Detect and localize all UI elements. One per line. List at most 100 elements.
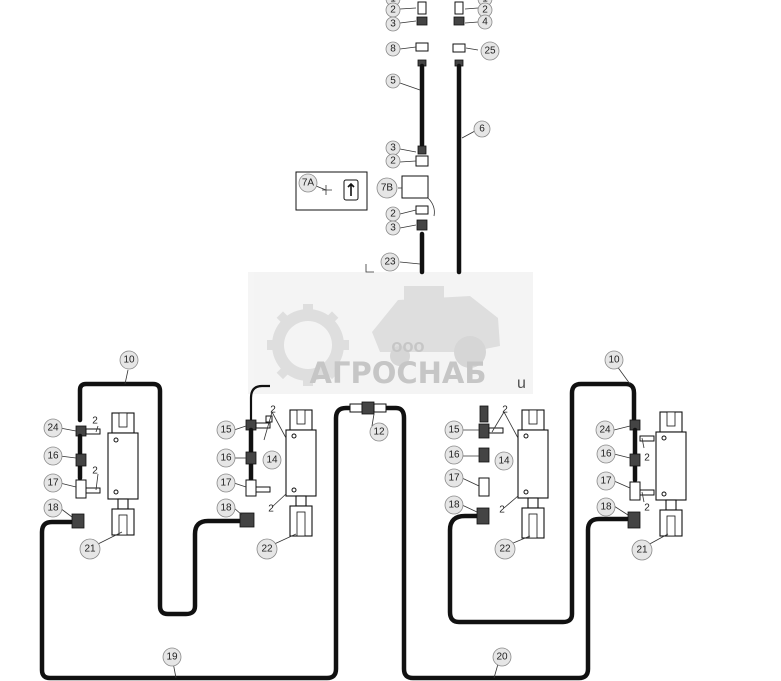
callout-17-ml: 17: [216, 473, 236, 493]
svg-text:18: 18: [47, 503, 59, 514]
fitting-18-mr: [476, 507, 490, 525]
svg-text:15: 15: [448, 425, 460, 436]
svg-text:7B: 7B: [381, 183, 394, 194]
svg-text:12: 12: [373, 427, 385, 438]
cylinder-assembly-left: [59, 369, 139, 545]
cylinder-assembly-middle-left: [233, 409, 317, 547]
svg-text:6: 6: [479, 124, 485, 135]
gear-icon: [267, 304, 349, 386]
svg-text:8: 8: [390, 44, 396, 55]
svg-text:22: 22: [261, 544, 273, 555]
callout-10-right: 10: [604, 350, 624, 370]
svg-text:16: 16: [600, 449, 612, 460]
fitting-16-left: [75, 453, 87, 467]
callout-17-mr: 17: [444, 468, 464, 488]
fitting-3-left: [416, 16, 428, 26]
svg-text:2: 2: [390, 5, 396, 16]
callout-8: 8: [385, 41, 401, 57]
cylinder-ml-rod: [295, 495, 307, 507]
callout-3-top-left: 3: [385, 16, 401, 32]
manifold-12-right-fitting: [373, 403, 387, 413]
label-2-ml-bottom: 2: [268, 504, 274, 515]
cylinder-mr-rod: [527, 497, 539, 509]
callout-7a: 7A: [298, 173, 318, 193]
callout-19: 19: [162, 647, 182, 667]
watermark-suffix: u: [517, 375, 526, 392]
svg-text:25: 25: [484, 46, 496, 57]
upper-leaders: [315, 7, 479, 265]
fitting-1-right: [454, 1, 464, 15]
manifold-12-left-fitting: [349, 403, 363, 413]
callout-21-left: 21: [79, 538, 101, 560]
hose-20: [381, 405, 630, 681]
label-2-mr-bottom: 2: [499, 505, 505, 516]
svg-text:1: 1: [390, 0, 396, 5]
callout-17-left: 17: [43, 473, 63, 493]
valve-7b-lever: [427, 197, 435, 217]
label-2-ml-top: 2: [270, 405, 276, 416]
callout-3-mid: 3: [385, 140, 401, 156]
svg-text:20: 20: [496, 652, 508, 663]
callout-2-mid: 2: [385, 153, 401, 169]
callout-2-lower: 2: [385, 206, 401, 222]
svg-text:16: 16: [220, 453, 232, 464]
combine-harvester-icon: [372, 286, 500, 368]
fitting-18-ml: [239, 512, 255, 528]
svg-text:21: 21: [84, 544, 96, 555]
fitting-17-mr: [478, 477, 490, 497]
svg-text:15: 15: [220, 425, 232, 436]
callout-15-mr: 15: [444, 420, 464, 440]
watermark-logo: ООО АГРОСНАБ u: [248, 272, 533, 394]
svg-text:14: 14: [266, 455, 278, 466]
callout-16-mr: 16: [444, 445, 464, 465]
svg-text:3: 3: [390, 19, 396, 30]
watermark-company-name: АГРОСНАБ: [310, 356, 487, 390]
callout-17-right: 17: [596, 471, 616, 491]
cylinder-left-port-top: [113, 437, 119, 443]
svg-text:10: 10: [608, 355, 620, 366]
callout-5: 5: [385, 73, 401, 89]
fitting-25: [452, 43, 466, 53]
svg-text:14: 14: [498, 456, 510, 467]
cylinder-ml-body: [285, 429, 317, 497]
hose-10-right: [447, 381, 637, 625]
upper-hose-assembly: [295, 1, 479, 275]
callout-12: 12: [369, 422, 389, 442]
callout-23: 23: [380, 252, 400, 272]
svg-text:10: 10: [123, 355, 135, 366]
leader-12: [371, 413, 375, 427]
svg-text:3: 3: [390, 223, 396, 234]
hose-middle-left-feed: [249, 384, 270, 420]
svg-text:22: 22: [499, 544, 511, 555]
fitting-18-right: [627, 511, 641, 529]
callout-18-left: 18: [43, 498, 63, 518]
callout-16-right: 16: [596, 444, 616, 464]
callout-16-left: 16: [43, 446, 63, 466]
svg-text:4: 4: [482, 17, 488, 28]
cylinder-left-rod: [117, 498, 129, 510]
svg-text:17: 17: [220, 478, 232, 489]
fitting-16-mr: [478, 447, 490, 463]
svg-text:18: 18: [220, 503, 232, 514]
cylinder-right-body: [655, 431, 687, 501]
fitting-top-mr: [479, 405, 489, 423]
fitting-1-left: [417, 1, 427, 15]
svg-text:17: 17: [47, 478, 59, 489]
svg-text:16: 16: [47, 451, 59, 462]
callout-14-ml: 14: [262, 450, 282, 470]
lower-hose-routing: [39, 381, 637, 681]
label-2-mr-top: 2: [502, 405, 508, 416]
callout-2-top-left: 2: [385, 2, 401, 18]
cylinder-assembly-right: [613, 361, 687, 547]
svg-text:24: 24: [599, 425, 611, 436]
svg-text:2: 2: [390, 156, 396, 167]
callout-16-ml: 16: [216, 448, 236, 468]
hose-5-end-bottom: [417, 145, 427, 155]
svg-text:23: 23: [384, 257, 396, 268]
callout-10-left: 10: [119, 350, 139, 370]
callout-18-right: 18: [596, 497, 616, 517]
valve-7b: [401, 175, 429, 199]
svg-text:17: 17: [600, 476, 612, 487]
cylinder-assembly-middle-right: [461, 405, 549, 547]
svg-text:2: 2: [482, 5, 488, 16]
